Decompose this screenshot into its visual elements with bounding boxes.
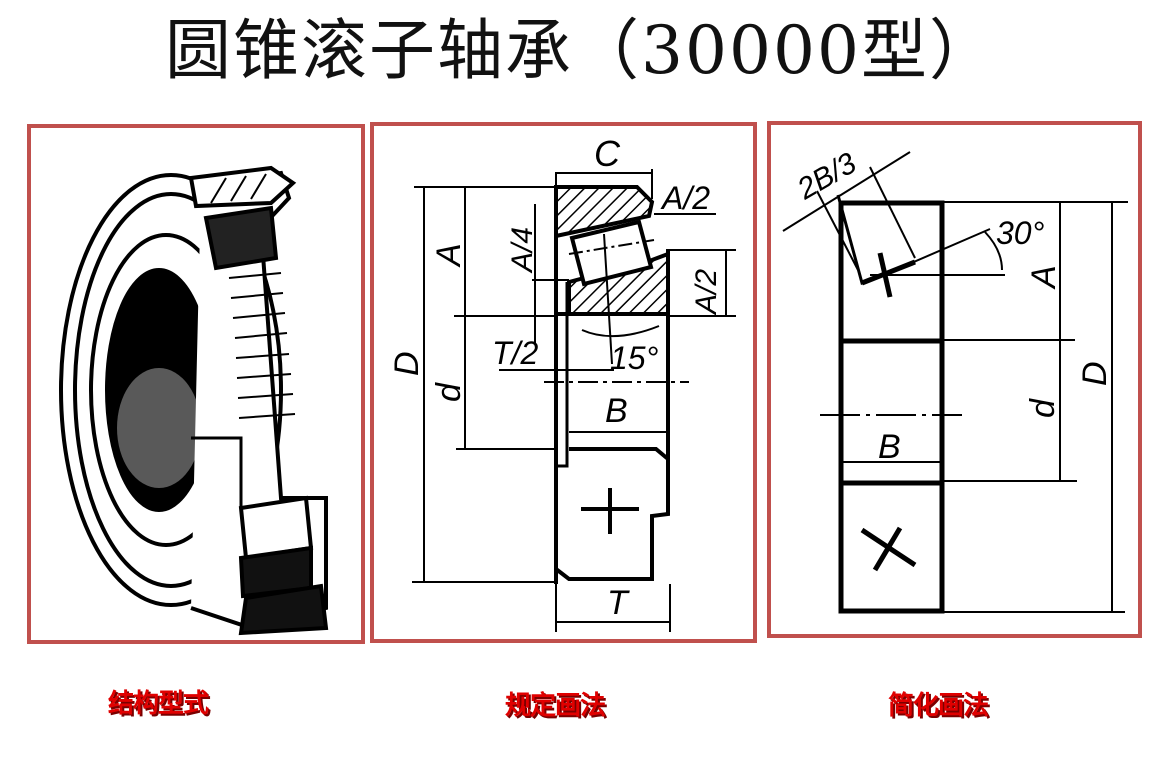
label-d: d [1024,398,1062,418]
label-B: B [878,428,901,466]
simplified-drawing: 2B/3 30° A D d B [782,146,1128,614]
caption-standard: 规定画法 [505,691,606,721]
standard-drawing-panel: C A/2 A/4 A A/2 T/2 15° D d B T [370,122,757,643]
label-A-half-right: A/2 [690,269,723,316]
label-A: A [430,243,468,268]
label-A-half-top: A/2 [660,180,710,216]
standard-drawing: C A/2 A/4 A A/2 T/2 15° D d B T [388,133,736,632]
label-angle-15: 15° [610,340,659,376]
label-B: B [605,392,628,430]
label-2B-over-3: 2B/3 [791,146,862,206]
label-A-quarter: A/4 [506,227,539,274]
label-A: A [1025,265,1063,290]
label-D: D [388,351,426,376]
label-d: d [430,382,468,402]
structure-panel [27,124,365,644]
label-C: C [594,133,621,174]
label-T-half: T/2 [492,335,538,371]
caption-structure: 结构型式 [108,689,209,719]
bearing-illustration [59,165,329,636]
caption-simplified: 简化画法 [888,691,989,721]
label-D: D [1076,361,1114,386]
simplified-drawing-panel: 2B/3 30° A D d B [767,121,1142,638]
label-T: T [607,584,630,622]
label-angle-30: 30° [996,215,1045,251]
page-title: 圆锥滚子轴承（30000型） [165,12,997,89]
